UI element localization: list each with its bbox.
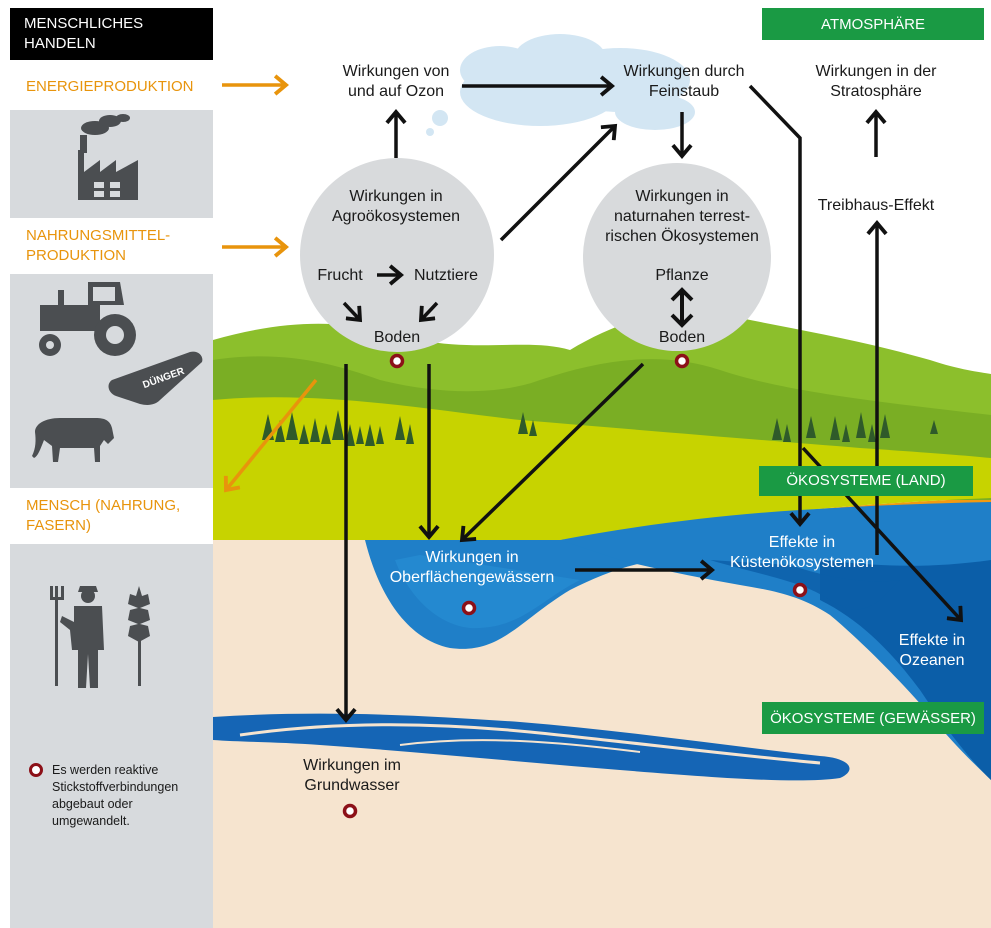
marker-surface-water (461, 600, 477, 616)
node-surface-water: Wirkungen in Oberflächengewässern (389, 549, 555, 586)
arrow-fruit-soil (342, 301, 360, 320)
marker-natural-soil (674, 353, 690, 369)
coastal-shelf (710, 560, 900, 610)
node-fine-dust: Wirkungen durch Feinstaub (623, 63, 745, 100)
factory-icon (78, 114, 138, 200)
forest-right (772, 412, 938, 442)
node-stratosphere: Wirkungen in der Stratosphäre (815, 63, 937, 100)
agro-fruit: Frucht (317, 267, 363, 284)
transformation-markers (342, 353, 808, 819)
arrow-agro-dust (499, 126, 615, 242)
node-coastal: Effekte in Küstenökosystemen (729, 534, 875, 571)
node-oceans: Effekte in Ozeanen (898, 632, 966, 669)
sidebar-human-band (10, 488, 213, 544)
legend-text: Es werden reaktive Stickstoffverbindunge… (52, 763, 179, 828)
category-food: NAHRUNGSMITTEL- PRODUKTION (26, 227, 171, 264)
tag-ecosystems-water: ÖKOSYSTEME (GEWÄSSER) (762, 702, 984, 734)
cloud-shape (426, 34, 695, 136)
marker-groundwater (342, 803, 358, 819)
arrow-natural-surface (462, 362, 645, 540)
agro-livestock: Nutztiere (413, 267, 479, 284)
farmer-icon (50, 586, 104, 688)
groundwater-streak-2 (399, 739, 641, 753)
agro-soil: Boden (373, 329, 421, 346)
node-groundwater: Wirkungen im Grundwasser (303, 757, 401, 794)
meadow (213, 397, 991, 540)
natural-plant: Pflanze (655, 267, 709, 284)
lake-highlight (395, 555, 580, 629)
sidebar-header: MENSCHLICHES HANDELN (10, 8, 213, 60)
agro-ecosystem-circle (300, 158, 494, 352)
category-human: MENSCH (NAHRUNG, FASERN) (26, 497, 181, 534)
node-natural: Wirkungen in naturnahen terrest- rischen… (605, 188, 759, 245)
groundwater-streak (239, 723, 821, 765)
sidebar-food-band (10, 218, 213, 274)
cow-icon (32, 418, 114, 462)
marker-agro-soil (389, 353, 405, 369)
natural-soil: Boden (658, 329, 706, 346)
groundwater-layer (213, 713, 850, 781)
human-arrow (226, 378, 318, 490)
marker-coastal (792, 582, 808, 598)
tag-atmosphere: ATMOSPHÄRE (762, 8, 984, 40)
node-ozone: Wirkungen von und auf Ozon (342, 63, 450, 100)
tag-ecosystems-land: ÖKOSYSTEME (LAND) (759, 466, 973, 496)
double-arrow-plant-soil (670, 287, 694, 328)
natural-ecosystem-circle (583, 163, 771, 351)
forest-middle (518, 412, 537, 436)
arrow-livestock-soil (421, 301, 439, 320)
wheat-icon (128, 586, 150, 686)
node-greenhouse: Treibhaus-Effekt (817, 197, 935, 214)
orange-arrows (222, 85, 318, 490)
tractor-icon (39, 282, 136, 356)
arrow-dust-coastal (748, 84, 800, 524)
sidebar-energy-band (10, 60, 213, 110)
node-agro: Wirkungen in Agroökosystemen (331, 188, 461, 225)
category-energy: ENERGIEPRODUKTION (26, 78, 194, 95)
legend-marker-icon (29, 763, 43, 777)
